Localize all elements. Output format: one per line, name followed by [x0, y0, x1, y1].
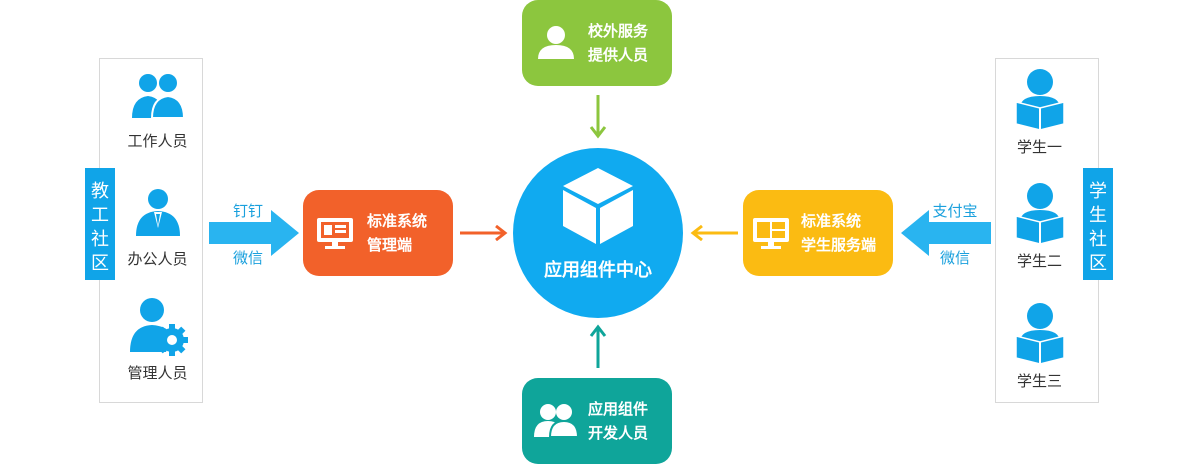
- staff-label: 工作人员: [127, 132, 188, 150]
- student-one: 学生一: [992, 68, 1087, 157]
- manager-label: 管理人员: [127, 364, 188, 382]
- person-icon: [538, 26, 574, 59]
- external-line1: 校外服务: [588, 22, 649, 40]
- right-channel-arrow: [901, 210, 991, 256]
- staff-person: 工作人员: [110, 70, 205, 151]
- external-service-box: 校外服务 提供人员: [522, 0, 672, 86]
- component-center-hub: 应用组件中心: [513, 148, 683, 318]
- office-worker-icon: [135, 189, 180, 236]
- developer-line1: 应用组件: [588, 400, 649, 418]
- student-one-label: 学生一: [1016, 138, 1062, 156]
- wechat-left-label: 微信: [232, 249, 263, 267]
- teacher-community-tab: 教工社区: [85, 168, 115, 280]
- student-line2: 学生服务端: [801, 236, 877, 254]
- student-two: 学生二: [992, 182, 1087, 271]
- student-two-label: 学生二: [1016, 252, 1062, 270]
- hub-label: 应用组件中心: [544, 260, 652, 281]
- external-line2: 提供人员: [588, 46, 649, 64]
- alipay-label: 支付宝: [932, 202, 978, 220]
- student-service-box: 标准系统 学生服务端: [743, 190, 893, 276]
- group-icon: [131, 74, 185, 119]
- office-person: 办公人员: [110, 188, 205, 269]
- monitor-icon: [317, 218, 353, 249]
- team-icon: [534, 404, 578, 438]
- manager-person: 管理人员: [110, 296, 205, 383]
- student-community-tab: 学生社区: [1083, 168, 1113, 280]
- office-label: 办公人员: [127, 250, 188, 268]
- admin-to-hub-arrow: [460, 225, 508, 241]
- wechat-right-label: 微信: [939, 249, 970, 267]
- external-to-hub-arrow: [589, 95, 607, 139]
- dingtalk-label: 钉钉: [232, 202, 263, 220]
- left-channel-arrow: [209, 210, 299, 256]
- manager-gear-icon: [129, 298, 188, 356]
- teacher-community-label: 教工社区: [91, 181, 109, 274]
- student-line1: 标准系统: [801, 212, 862, 230]
- student-to-hub-arrow: [690, 225, 738, 241]
- reading-student-icon: [1014, 69, 1065, 131]
- developer-line2: 开发人员: [588, 424, 649, 442]
- reading-student-icon: [1014, 303, 1065, 365]
- student-community-label: 学生社区: [1089, 181, 1107, 274]
- student-three-label: 学生三: [1016, 372, 1062, 390]
- admin-box: 标准系统 管理端: [303, 190, 453, 276]
- admin-line2: 管理端: [367, 236, 413, 254]
- developer-box: 应用组件 开发人员: [522, 378, 672, 464]
- reading-student-icon: [1014, 183, 1065, 245]
- admin-line1: 标准系统: [367, 212, 428, 230]
- student-three: 学生三: [992, 302, 1087, 391]
- cube-icon: [563, 168, 633, 244]
- dashboard-monitor-icon: [753, 218, 789, 249]
- developer-to-hub-arrow: [589, 324, 607, 368]
